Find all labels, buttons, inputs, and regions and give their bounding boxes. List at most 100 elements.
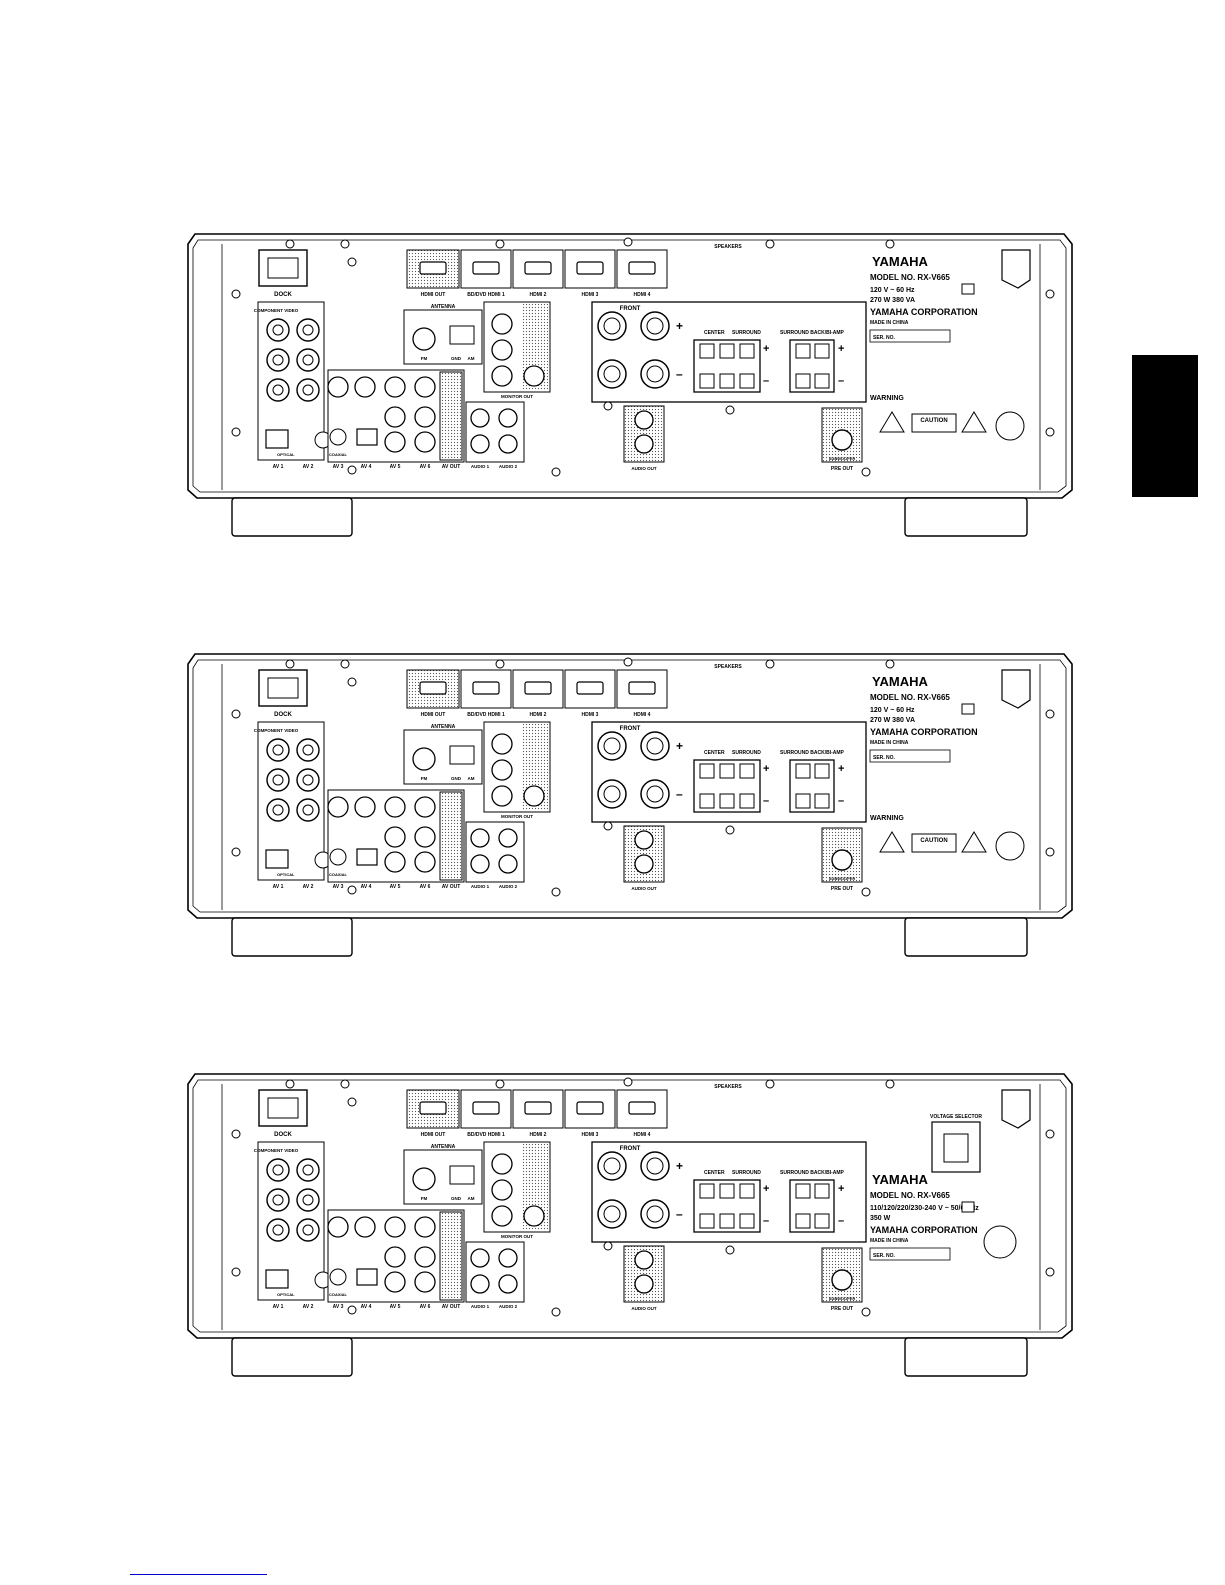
front-speaker-label: FRONT xyxy=(620,726,641,732)
subwoofer-label: SUBWOOFER xyxy=(829,456,856,461)
foot-left xyxy=(231,917,353,957)
av3-av6-block xyxy=(327,789,465,883)
svg-text:–: – xyxy=(838,1215,844,1227)
made-in: MADE IN CHINA xyxy=(870,320,909,326)
antenna-am-label: AM xyxy=(468,776,475,781)
av-out-label: AV OUT xyxy=(442,884,461,890)
svg-text:–: – xyxy=(763,795,769,807)
foot-right xyxy=(904,1337,1028,1377)
audio-out-label: AUDIO OUT xyxy=(631,466,657,471)
warning-labels xyxy=(879,831,1025,861)
serial-number: SER. NO. xyxy=(873,335,896,341)
power-rating: 120 V ~ 60 Hz xyxy=(870,287,915,294)
monitor-out-label: MONITOR OUT xyxy=(501,394,533,399)
antenna-label: ANTENNA xyxy=(431,724,456,730)
surround-back-terminals xyxy=(789,759,835,813)
antenna-am-label: AM xyxy=(468,356,475,361)
brand-logo: YAMAHA xyxy=(872,674,928,689)
av1-optical-label: OPTICAL xyxy=(277,1292,295,1297)
front-speaker-label: FRONT xyxy=(620,306,641,312)
svg-text:+: + xyxy=(838,763,844,775)
hdmi-4-label: HDMI 4 xyxy=(634,1132,651,1138)
audio-out-label: AUDIO OUT xyxy=(631,886,657,891)
serial-number: SER. NO. xyxy=(873,755,896,761)
av2-label: AV 2 xyxy=(303,1304,314,1310)
svg-text:–: – xyxy=(763,1215,769,1227)
surround-back-label: SURROUND BACK/BI-AMP xyxy=(780,330,845,336)
svg-text:+: + xyxy=(838,1183,844,1195)
av4-label: AV 4 xyxy=(361,464,372,470)
center-speaker-label: CENTER xyxy=(704,1170,725,1176)
svg-text:–: – xyxy=(676,787,683,801)
dock-port xyxy=(258,669,308,707)
antenna-gnd-label: GND xyxy=(451,1196,462,1201)
power-cord-clip xyxy=(1001,669,1031,709)
surround-speaker-label: SURROUND xyxy=(732,1170,761,1176)
model-number: MODEL NO. RX-V665 xyxy=(870,693,950,702)
hdmi-1-label: BD/DVD HDMI 1 xyxy=(467,292,505,298)
dock-label: DOCK xyxy=(274,712,292,718)
center-surround-terminals xyxy=(693,339,761,393)
monitor-out-label: MONITOR OUT xyxy=(501,814,533,819)
speakers-label: SPEAKERS xyxy=(714,244,742,250)
av4-label: AV 4 xyxy=(361,1304,372,1310)
svg-text:+: + xyxy=(838,343,844,355)
audio2-label: AUDIO 2 xyxy=(499,464,518,469)
av1-label: AV 1 xyxy=(273,464,284,470)
warning-label: WARNING xyxy=(870,395,904,402)
subwoofer-label: SUBWOOFER xyxy=(829,876,856,881)
foot-right xyxy=(904,917,1028,957)
svg-text:+: + xyxy=(676,739,683,753)
surround-back-label: SURROUND BACK/BI-AMP xyxy=(780,1170,845,1176)
brand-logo: YAMAHA xyxy=(872,1172,928,1187)
brand-logo: YAMAHA xyxy=(872,254,928,269)
audio1-label: AUDIO 1 xyxy=(471,884,490,889)
surround-back-terminals xyxy=(789,1179,835,1233)
dock-label: DOCK xyxy=(274,292,292,298)
av1-optical-label: OPTICAL xyxy=(277,872,295,877)
av1-optical-label: OPTICAL xyxy=(277,452,295,457)
av3-label: AV 3 xyxy=(333,884,344,890)
speakers-label: SPEAKERS xyxy=(714,664,742,670)
chassis-inner-outline xyxy=(192,659,1067,913)
hdmi-1-label: BD/DVD HDMI 1 xyxy=(467,712,505,718)
section-tab-marker xyxy=(1132,355,1198,497)
power-consumption: 270 W 380 VA xyxy=(870,717,915,724)
made-in: MADE IN CHINA xyxy=(870,1238,909,1244)
av5-label: AV 5 xyxy=(390,884,401,890)
power-cord-clip xyxy=(1001,249,1031,289)
hdmi-2-label: HDMI 2 xyxy=(530,1132,547,1138)
corporation-name: YAMAHA CORPORATION xyxy=(870,1225,978,1235)
svg-text:+: + xyxy=(676,1159,683,1173)
corporation-name: YAMAHA CORPORATION xyxy=(870,307,978,317)
hdmi-2-label: HDMI 2 xyxy=(530,292,547,298)
power-rating: 120 V ~ 60 Hz xyxy=(870,707,915,714)
av2-label: AV 2 xyxy=(303,464,314,470)
av3-coaxial-label: COAXIAL xyxy=(329,452,348,457)
subwoofer-label: SUBWOOFER xyxy=(829,1296,856,1301)
antenna-am-label: AM xyxy=(468,1196,475,1201)
av3-label: AV 3 xyxy=(333,464,344,470)
chassis-inner-outline xyxy=(192,239,1067,493)
rear-panel-general-model: DOCK HDMI OUT BD/DVD HDMI 1 HDMI 2 HDMI … xyxy=(0,1062,1225,1397)
antenna-fm-label: FM xyxy=(421,1196,428,1201)
audio2-label: AUDIO 2 xyxy=(499,884,518,889)
warning-label: WARNING xyxy=(870,815,904,822)
av5-label: AV 5 xyxy=(390,464,401,470)
svg-text:+: + xyxy=(763,343,769,355)
audio-out-label: AUDIO OUT xyxy=(631,1306,657,1311)
av4-label: AV 4 xyxy=(361,884,372,890)
av3-av6-block xyxy=(327,369,465,463)
footer-rule xyxy=(130,1574,267,1575)
foot-left xyxy=(231,1337,353,1377)
foot-right xyxy=(904,497,1028,537)
surround-speaker-label: SURROUND xyxy=(732,330,761,336)
component-video-label: COMPONENT VIDEO xyxy=(254,1148,299,1153)
svg-text:–: – xyxy=(838,375,844,387)
av3-label: AV 3 xyxy=(333,1304,344,1310)
hdmi-4-label: HDMI 4 xyxy=(634,292,651,298)
corporation-name: YAMAHA CORPORATION xyxy=(870,727,978,737)
rating-label-plate: YAMAHA MODEL NO. RX-V665 110/120/220/230… xyxy=(869,1172,979,1261)
audio1-label: AUDIO 1 xyxy=(471,1304,490,1309)
dock-label: DOCK xyxy=(274,1132,292,1138)
